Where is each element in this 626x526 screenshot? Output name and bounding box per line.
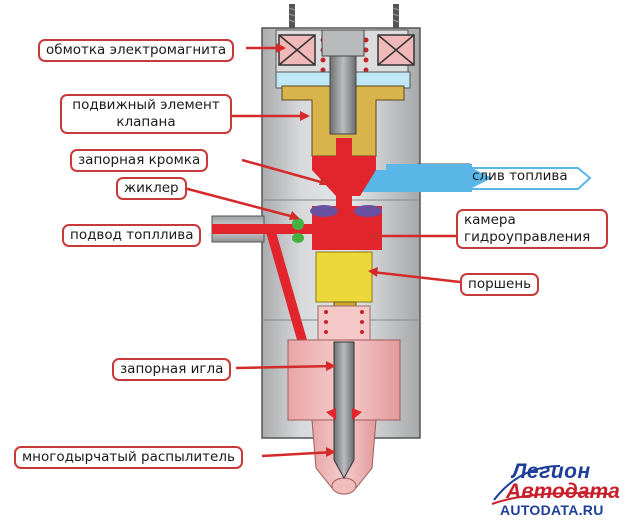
label-control-chamber: камера гидроуправления: [456, 209, 608, 249]
piston: [315, 251, 373, 343]
fuel-supply-pipe: [211, 215, 265, 243]
arrow-heads: [276, 43, 378, 457]
label-sealing-edge: запорная кромка: [70, 149, 209, 172]
needle: [326, 341, 362, 480]
electric-wires: [288, 4, 400, 30]
label-valve-element: подвижный элемент клапана: [60, 94, 232, 134]
solenoid-coil: [275, 29, 415, 73]
label-piston: поршень: [460, 273, 540, 296]
logo-autodata-url: AUTODATA.RU: [500, 502, 604, 518]
jet-ring: [292, 218, 304, 243]
logo-legion: Легион: [512, 460, 591, 483]
logo-swoosh-icon: [491, 465, 611, 505]
needle-spring: [317, 305, 371, 347]
label-fuel-drain: слив топлива: [472, 168, 568, 184]
label-jet: жиклер: [116, 177, 187, 200]
label-nozzle: многодырчатый распылитель: [14, 446, 243, 469]
label-needle: запорная игла: [112, 358, 232, 381]
legion-autodata-logo: Легион Автодата AUTODATA.RU: [490, 460, 620, 522]
seal-rings: [310, 205, 382, 217]
logo-autodata: Автодата: [506, 480, 620, 503]
leader-arrows: [183, 46, 461, 458]
label-fuel-supply: подвод топллива: [62, 224, 202, 247]
valve-element: [281, 29, 405, 157]
label-coil: обмотка электромагнита: [38, 39, 235, 62]
